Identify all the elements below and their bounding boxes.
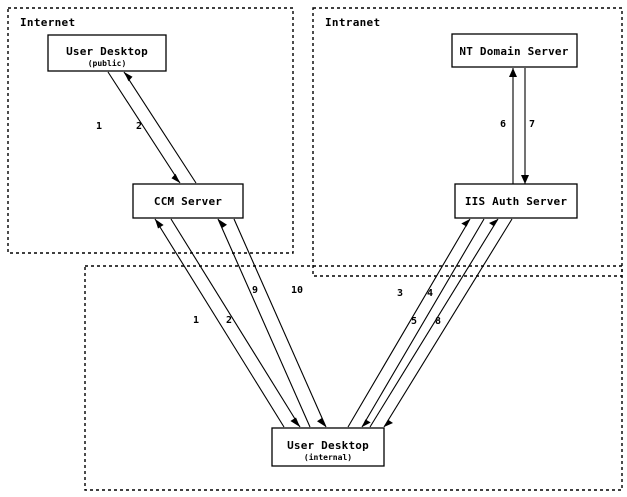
flow-5-arrowhead — [489, 219, 498, 227]
zone-intranet: Intranet — [312, 7, 623, 277]
flow-6-label: 6 — [500, 119, 506, 130]
flow-pair-public-ccm: 1 2 — [96, 71, 197, 184]
node-nt-domain-server[interactable]: NT Domain Server — [451, 33, 578, 68]
flow-2-public-label: 2 — [136, 121, 142, 132]
flow-4-line — [361, 218, 485, 428]
iis-auth-server-box[interactable] — [454, 183, 578, 219]
flow-pair-ccm-internal-12: 1 2 — [154, 218, 301, 428]
flow-5-label: 5 — [411, 316, 417, 327]
flow-7-arrowhead — [521, 175, 529, 184]
node-user-desktop-internal[interactable]: User Desktop (internal) — [271, 427, 385, 467]
nt-domain-server-box[interactable] — [451, 33, 578, 68]
flow-4-label: 4 — [427, 288, 433, 299]
zone-intranet-boundary — [312, 7, 623, 277]
flow-1-internal-label: 1 — [193, 315, 199, 326]
flow-6-arrowhead — [509, 68, 517, 77]
nt-domain-server-title: NT Domain Server — [459, 45, 568, 58]
user-desktop-internal-box[interactable] — [271, 427, 385, 467]
flow-pair-ccm-internal-910: 9 10 — [217, 218, 327, 428]
flow-pair-internal-iis-34: 3 4 — [347, 218, 485, 428]
flow-1-internal-line — [154, 218, 285, 428]
user-desktop-internal-title: User Desktop — [287, 439, 369, 452]
flow-10-arrowhead — [317, 417, 326, 427]
flow-8-line — [383, 218, 513, 428]
zone-internet-label: Internet — [20, 16, 75, 29]
flow-10-line — [233, 218, 327, 428]
zone-internal-lan — [84, 265, 623, 491]
flow-2-internal-line — [170, 218, 301, 428]
zone-internal-lan-boundary — [84, 265, 623, 491]
iis-auth-server-title: IIS Auth Server — [465, 195, 568, 208]
flow-8-label: 8 — [435, 316, 441, 327]
zone-internet: Internet — [7, 7, 294, 254]
node-iis-auth-server[interactable]: IIS Auth Server — [454, 183, 578, 219]
flow-1-internal-arrowhead — [155, 219, 164, 229]
zone-internet-boundary — [7, 7, 294, 254]
flow-3-line — [347, 218, 471, 428]
flow-7-label: 7 — [529, 119, 535, 130]
flow-5-line — [369, 218, 499, 428]
user-desktop-public-box[interactable] — [47, 34, 167, 72]
flow-1-public-label: 1 — [96, 121, 102, 132]
flow-9-label: 9 — [252, 285, 258, 296]
node-ccm-server[interactable]: CCM Server — [132, 183, 244, 219]
flow-1-public-line — [107, 71, 181, 184]
flow-2-public-arrowhead — [124, 72, 133, 82]
flow-2-internal-arrowhead — [290, 417, 300, 427]
flow-9-arrowhead — [218, 219, 227, 229]
node-user-desktop-public[interactable]: User Desktop (public) — [47, 34, 167, 72]
flow-9-line — [217, 218, 311, 428]
user-desktop-public-subtitle: (public) — [88, 58, 127, 68]
flow-2-internal-label: 2 — [226, 315, 232, 326]
flow-1-public-arrowhead — [171, 173, 180, 183]
ccm-server-title: CCM Server — [154, 195, 222, 208]
flow-2-public-line — [123, 71, 197, 184]
flow-3-arrowhead — [461, 219, 470, 227]
flow-10-label: 10 — [291, 285, 303, 296]
flow-3-label: 3 — [397, 288, 403, 299]
flow-8-arrowhead — [384, 419, 393, 427]
user-desktop-internal-subtitle: (internal) — [304, 452, 352, 462]
flow-4-arrowhead — [362, 419, 371, 427]
zone-intranet-label: Intranet — [325, 16, 380, 29]
flow-pair-iis-nt: 6 7 — [500, 68, 535, 184]
user-desktop-public-title: User Desktop — [66, 45, 148, 58]
flow-pair-internal-iis-58: 5 8 — [369, 218, 513, 428]
ccm-server-box[interactable] — [132, 183, 244, 219]
